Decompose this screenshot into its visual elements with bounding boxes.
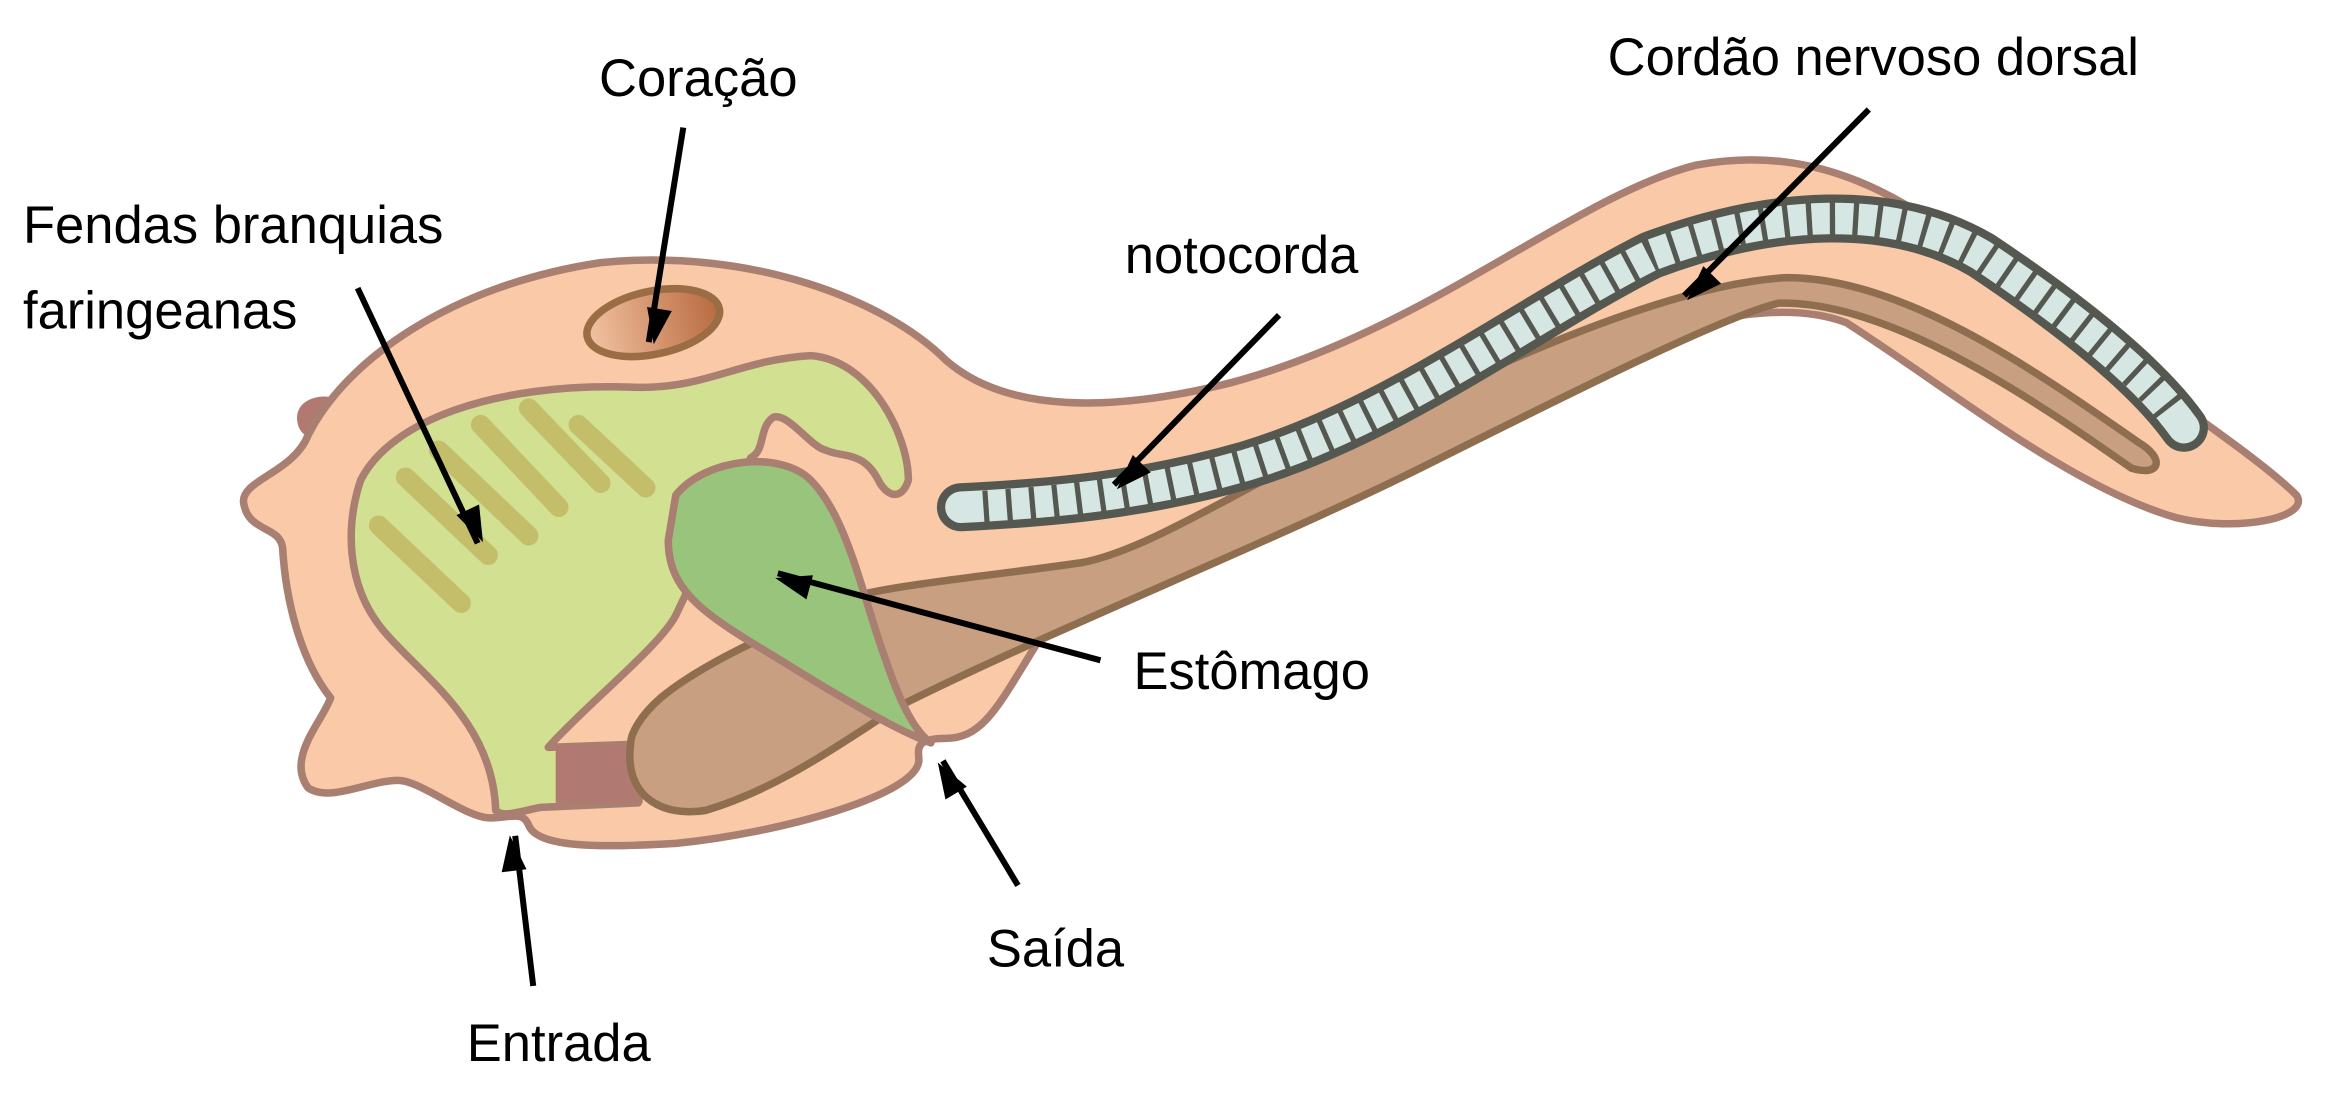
label-nerve-cord: Cordão nervoso dorsal [1608, 28, 2139, 87]
arrow-gill-slits [354, 286, 483, 545]
label-entry: Entrada [467, 1014, 652, 1073]
label-notochord: notocorda [1125, 226, 1359, 285]
arrow-exit [937, 759, 1021, 887]
pointer-arrows [354, 107, 1871, 987]
arrow-stomach [775, 570, 1102, 664]
intestine [626, 273, 2160, 816]
stomach [664, 458, 935, 747]
label-exit: Saída [987, 919, 1125, 978]
arrow-heart [645, 127, 687, 345]
label-gill-slits-2: faringeanas [23, 282, 297, 341]
arrow-nerve-cord [1682, 107, 1871, 301]
label-gill-slits-1: Fendas branquias [23, 196, 443, 255]
arrow-entry [501, 835, 537, 987]
pharynx [347, 351, 913, 818]
gill-slits [368, 398, 656, 614]
label-stomach: Estômago [1133, 642, 1369, 701]
notochord [936, 194, 2208, 532]
label-heart: Coração [599, 49, 797, 108]
arrow-notochord [1111, 313, 1282, 490]
